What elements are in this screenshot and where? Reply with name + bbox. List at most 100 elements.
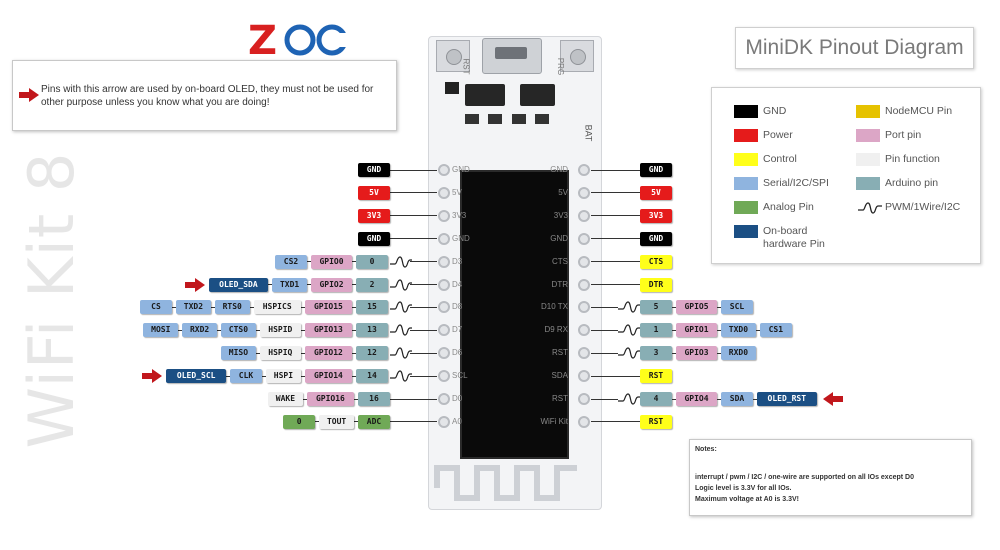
notes-box: Notes: interrupt / pwm / I2C / one-wire … xyxy=(689,439,972,516)
pin-label-serial: SCL xyxy=(721,300,753,315)
oled-arrow-icon xyxy=(142,369,163,384)
pin-label-serial: CS1 xyxy=(759,323,792,338)
pin-leader-line xyxy=(390,421,437,423)
left-silk-label: 3V3 xyxy=(452,210,467,220)
bat-silk: BAT xyxy=(583,124,594,142)
pin-label-control: RST xyxy=(640,369,672,384)
pin-header-hole xyxy=(438,393,450,405)
notes-line: Maximum voltage at A0 is 3.3V! xyxy=(695,496,799,503)
notes-heading: Notes: xyxy=(695,446,717,453)
pin-leader-line xyxy=(672,352,676,354)
pin-header-hole xyxy=(438,324,450,337)
left-silk-label: SCL xyxy=(452,371,468,381)
pin-leader-line xyxy=(410,352,437,354)
pin-leader-line xyxy=(210,306,215,308)
left-silk-label: D8 xyxy=(452,302,463,312)
legend-swatch-control xyxy=(734,153,758,166)
left-silk-label: D7 xyxy=(452,325,463,335)
pin-leader-line xyxy=(753,398,757,400)
pin-label-function: HSPICS xyxy=(253,300,301,315)
oled-display xyxy=(460,170,569,459)
pwm-wave-icon xyxy=(858,202,882,214)
right-silk-label: SDA xyxy=(551,371,568,381)
legend-swatch-nodemcu xyxy=(856,105,880,118)
pin-leader-line xyxy=(255,329,260,331)
pin-leader-line xyxy=(672,398,676,400)
pin-leader-line xyxy=(591,169,640,171)
pin-leader-line xyxy=(300,352,305,354)
pin-label-arduino: 12 xyxy=(356,346,388,361)
pin-label-port: GPIO13 xyxy=(304,323,352,338)
pin-label-onboard: OLED_SCL xyxy=(166,369,226,384)
prg-silk: PRG xyxy=(556,57,566,76)
pin-leader-line xyxy=(352,375,356,377)
pin-label-power: 5V xyxy=(358,185,390,200)
legend-label-onboard: On-board hardware Pin xyxy=(763,225,825,250)
pin-label-control: DTR xyxy=(640,277,672,292)
pin-label-serial: CTS0 xyxy=(221,323,256,338)
legend-label-serial: Serial/I2C/SPI xyxy=(763,177,829,189)
pin-label-analog: ADC xyxy=(358,414,390,429)
pin-label-function: TOUT xyxy=(319,414,354,429)
diagram-title-box: MiniDK Pinout Diagram xyxy=(735,27,974,69)
pin-leader-line xyxy=(591,192,640,194)
pin-label-function: HSPIQ xyxy=(259,346,301,361)
right-silk-label: D10 TX xyxy=(541,302,568,312)
left-silk-label: D6 xyxy=(452,348,463,358)
pin-label-port: GPIO0 xyxy=(311,254,352,269)
pin-header-hole xyxy=(578,370,590,383)
antenna-trace xyxy=(434,465,577,501)
pin-label-serial: RTS0 xyxy=(214,300,250,315)
pin-label-arduino: 0 xyxy=(356,254,388,269)
pin-label-function: WAKE xyxy=(268,392,303,406)
pin-leader-line xyxy=(390,238,437,240)
legend-swatch-power xyxy=(734,129,758,142)
pwm-wave-icon xyxy=(618,324,640,336)
pin-leader-line xyxy=(352,284,356,285)
rst-silk: RST xyxy=(461,58,471,75)
pwm-wave-icon xyxy=(390,278,412,291)
pin-label-port: GPIO1 xyxy=(676,323,717,338)
regulator-chip xyxy=(465,84,505,106)
pin-label-function: HSPI xyxy=(266,369,301,384)
notes-line: interrupt / pwm / I2C / one-wire are sup… xyxy=(695,474,914,481)
pin-header-hole xyxy=(578,186,590,199)
legend-label-control: Control xyxy=(763,153,797,165)
pin-label-arduino: 2 xyxy=(356,277,388,292)
pin-label-control: CTS xyxy=(640,254,672,269)
oled-warning-note: Pins with this arrow are used by on-boar… xyxy=(12,60,397,131)
rst-button xyxy=(436,40,470,72)
pin-leader-line xyxy=(591,421,640,423)
right-silk-label: RST xyxy=(552,394,568,403)
pin-label-arduino: 13 xyxy=(356,323,388,338)
pin-label-serial: MISO xyxy=(221,346,256,361)
diagram-title: MiniDK Pinout Diagram xyxy=(745,36,964,59)
legend-label-arduino: Arduino pin xyxy=(885,177,939,189)
pin-leader-line xyxy=(672,306,676,308)
pin-leader-line xyxy=(268,284,273,285)
left-silk-label: D0 xyxy=(452,394,463,403)
legend-label-power: Power xyxy=(763,129,793,141)
pin-leader-line xyxy=(410,261,437,263)
pin-header-hole xyxy=(578,278,590,291)
pin-leader-line xyxy=(226,375,230,377)
pin-label-serial: CLK xyxy=(230,369,262,384)
legend-swatch-serial xyxy=(734,177,758,190)
pin-label-port: GPIO12 xyxy=(304,346,352,361)
right-silk-label: D9 RX xyxy=(544,325,568,335)
pwm-wave-icon xyxy=(390,255,412,268)
pin-leader-line xyxy=(717,306,721,308)
legend-label-gnd: GND xyxy=(763,105,787,117)
pin-leader-line xyxy=(178,329,183,331)
pin-label-control: RST xyxy=(640,414,672,429)
pin-leader-line xyxy=(717,352,721,354)
pin-leader-line xyxy=(390,215,437,217)
left-silk-label: GND xyxy=(452,233,470,243)
left-silk-label: GND xyxy=(452,165,470,174)
pin-label-port: GPIO3 xyxy=(676,346,717,361)
pin-label-power: 5V xyxy=(640,185,672,200)
pin-leader-line xyxy=(591,238,640,240)
oled-warning-text: Pins with this arrow are used by on-boar… xyxy=(41,84,374,108)
pin-label-arduino: 5 xyxy=(640,300,672,315)
pwm-wave-icon xyxy=(390,301,412,313)
